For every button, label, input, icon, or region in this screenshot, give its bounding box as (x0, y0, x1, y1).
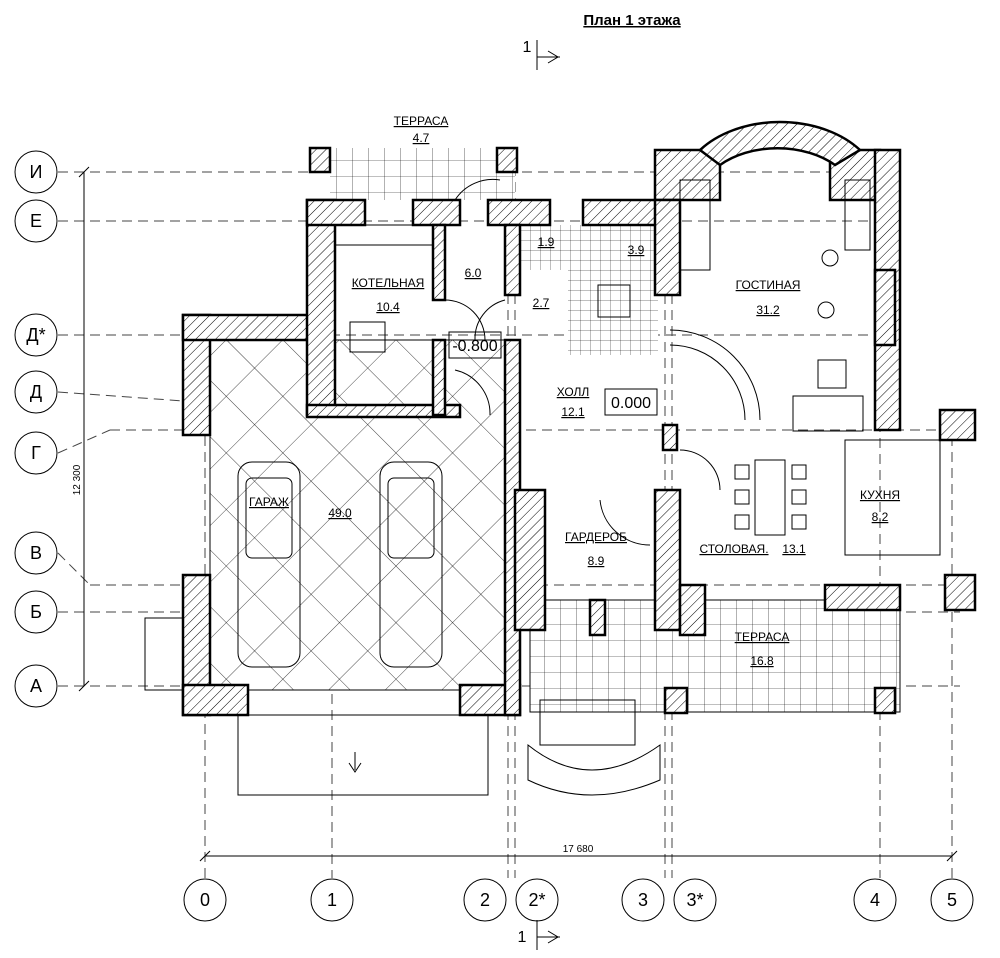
axis-row-label: Д (30, 382, 42, 402)
dimension-horizontal-label: 17 680 (563, 844, 594, 855)
plan-title: План 1 этажа (583, 12, 681, 29)
entrance-steps (539, 699, 636, 746)
level-basement: -0.800 (452, 338, 497, 355)
room-terrace-bottom-name: ТЕРРАСА (735, 630, 790, 644)
axis-row-label: В (30, 543, 42, 563)
axis-row-label: А (30, 676, 42, 696)
sofa (792, 395, 864, 432)
terrace-bottom-floor (529, 599, 901, 713)
entrance-porch (527, 743, 661, 796)
garage-floor (209, 339, 506, 691)
room-vestibule-area: 6.0 (465, 266, 482, 280)
room-living-name: ГОСТИНАЯ (736, 278, 801, 292)
section-mark-label: 1 (518, 929, 527, 946)
driveway (237, 714, 489, 796)
dimension-vertical-label: 12 300 (72, 464, 83, 495)
coffee-table (817, 359, 847, 389)
room-kitchen-name: КУХНЯ (860, 488, 900, 502)
dining-set (734, 459, 807, 536)
axis-row-label: Г (31, 443, 41, 463)
room-terrace-top-name: ТЕРРАСА (394, 114, 449, 128)
axis-col-label: 3 (638, 890, 648, 910)
room-hall-name: ХОЛЛ (557, 385, 590, 399)
row-axes: И Е Д* Д Г В Б А (14, 150, 58, 708)
section-mark-label: 1 (523, 39, 532, 56)
level-ground: 0.000 (611, 395, 651, 412)
car-1 (237, 461, 301, 668)
cabinet (679, 179, 711, 271)
room-garage-area: 49.0 (328, 506, 352, 520)
room-wardrobe-area: 8.9 (588, 554, 605, 568)
axis-row-label: Е (30, 211, 42, 231)
walls (181, 120, 977, 717)
terrace-top-floor (330, 148, 515, 200)
axis-col-label: 0 (200, 890, 210, 910)
room-boiler-name: КОТЕЛЬНАЯ (352, 276, 425, 290)
car-2 (379, 461, 443, 668)
section-arrow-icon (536, 40, 560, 70)
column-axes: 0 1 2 2* 3 3* 4 5 (183, 878, 974, 922)
room-wardrobe-name: ГАРДЕРОБ (565, 530, 627, 544)
room-terrace-bottom-area: 16.8 (750, 654, 774, 668)
axis-col-label: 1 (327, 890, 337, 910)
dimension-horizontal: 17 680 (199, 844, 958, 862)
room-kitchen-area: 8.2 (872, 510, 889, 524)
stairs-floor (568, 225, 658, 355)
armchair (821, 249, 839, 267)
axis-row-label: Б (30, 602, 42, 622)
kitchen-counter (844, 439, 941, 556)
room-living-area: 31.2 (756, 303, 780, 317)
room-wc-area: 1.9 (538, 235, 555, 249)
room-stairs-area: 3.9 (628, 243, 645, 257)
room-garage-name: ГАРАЖ (249, 495, 289, 509)
axis-col-label: 3* (686, 890, 703, 910)
door-swings (444, 178, 721, 546)
cabinet (844, 179, 871, 251)
room-hall-area: 12.1 (561, 405, 585, 419)
axis-col-label: 2* (528, 890, 545, 910)
level-box-ground (604, 388, 658, 416)
room-boiler-area: 10.4 (376, 300, 400, 314)
dimension-vertical: 12 300 (72, 166, 90, 692)
axis-col-label: 5 (947, 890, 957, 910)
level-box-basement (448, 331, 502, 359)
armchair (817, 301, 835, 319)
section-arrow-icon (536, 920, 560, 950)
arrow-down-icon (348, 752, 362, 773)
axis-col-label: 4 (870, 890, 880, 910)
room-dining-name: СТОЛОВАЯ. (699, 542, 768, 556)
curved-wall (669, 329, 761, 421)
room-terrace-top-area: 4.7 (413, 131, 430, 145)
axis-row-label: Д* (26, 325, 45, 345)
section-mark-top: 1 (523, 39, 560, 70)
boiler (349, 321, 386, 353)
axis-col-label: 2 (480, 890, 490, 910)
room-corridor-area: 2.7 (533, 296, 550, 310)
axis-row-label: И (30, 162, 43, 182)
section-mark-bottom: 1 (518, 920, 560, 950)
room-dining-area: 13.1 (782, 542, 806, 556)
